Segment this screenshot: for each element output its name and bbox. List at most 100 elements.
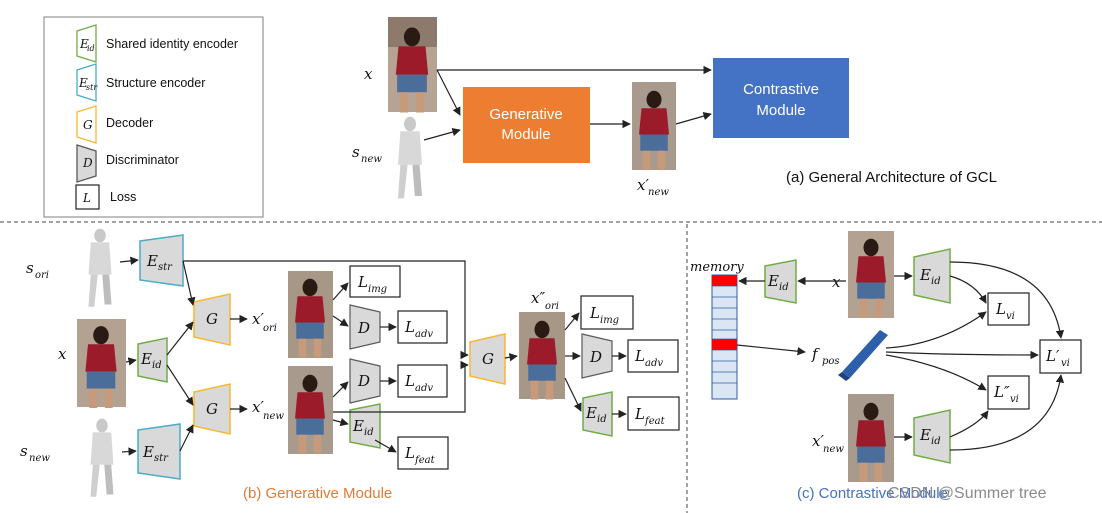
e-id-c2-symbol: E <box>919 266 931 284</box>
d3-symbol: D <box>589 348 602 366</box>
l-feat-box-1 <box>397 436 449 470</box>
f-pos-sub: pos <box>822 356 840 367</box>
section-a-s-sub: new <box>361 154 382 165</box>
l-adv-3-symbol: L <box>634 347 645 365</box>
e-id-b-symbol: E <box>140 350 152 368</box>
e-str-bottom-sub: str <box>154 453 169 464</box>
l-vi2-symbol: L″ <box>993 383 1010 401</box>
contrastive-module-label-line2: Module <box>756 102 805 119</box>
legend-g-symbol: G <box>83 118 93 132</box>
f-pos-bar <box>838 330 888 381</box>
x-ori2-label: x″ <box>531 289 545 307</box>
legend-label-discriminator: Discriminator <box>106 153 179 167</box>
section-a-x-image <box>388 17 437 113</box>
section-contrastive-module: memory E id x E id f pos <box>690 231 1082 502</box>
legend-eid-sub: id <box>87 44 95 53</box>
e-id-c2-sub: id <box>931 276 941 287</box>
discriminator-2 <box>349 358 381 404</box>
identity-encoder-c-x <box>913 248 951 304</box>
discriminator-1 <box>349 304 381 350</box>
l-vi1-sub: vi <box>1061 358 1070 369</box>
l-feat-2-sub: feat <box>644 416 666 427</box>
l-adv-box-1 <box>397 310 448 344</box>
decoder-g3 <box>469 333 506 385</box>
section-b-s-new-sub: new <box>29 453 50 464</box>
x-ori-image <box>288 271 333 358</box>
section-a-arrows <box>423 65 712 141</box>
e-id-c3-sub: id <box>931 436 941 447</box>
section-c-x-image <box>848 231 894 318</box>
memory-slot-highlight-1 <box>712 275 737 286</box>
shared-identity-encoder-icon <box>76 24 97 63</box>
l-vi-prime-box <box>1039 339 1082 374</box>
x-ori-sub: ori <box>263 323 277 334</box>
l-vi-double-prime-box <box>987 375 1030 410</box>
g1-symbol: G <box>206 310 218 328</box>
legend-l-symbol: L <box>82 191 91 205</box>
section-a-x-new-label: x′ <box>637 176 649 194</box>
legend-label-decoder: Decoder <box>106 116 153 130</box>
generative-module-label-line2: Module <box>501 126 550 143</box>
section-c-arrows <box>736 261 1065 451</box>
e-id-b2-symbol: E <box>352 417 364 435</box>
identity-encoder-b <box>137 337 168 383</box>
section-general-architecture: x s new Generative Module x′ new Contras… <box>352 17 997 199</box>
l-img-2-sub: img <box>600 315 619 326</box>
e-id-c1-sub: id <box>779 282 789 293</box>
l-vi1-symbol: L′ <box>1045 347 1060 365</box>
section-b-caption: (b) Generative Module <box>243 485 392 502</box>
d2-symbol: D <box>357 372 370 390</box>
section-b-arrows <box>119 256 627 456</box>
section-b-s-ori-sub: ori <box>35 270 49 281</box>
l-vi-symbol: L <box>995 300 1006 318</box>
section-b-s-ori-label: s <box>26 259 34 277</box>
x-new-image-b <box>288 366 333 454</box>
section-b-s-ori-body <box>88 228 112 307</box>
l-adv-2-symbol: L <box>404 372 415 390</box>
watermark: CSDN @Summer tree <box>888 485 1047 502</box>
l-adv-3-sub: adv <box>645 358 663 369</box>
l-adv-box-3 <box>627 339 679 373</box>
structure-encoder-icon <box>76 63 97 102</box>
decoder-g2 <box>193 383 231 435</box>
identity-encoder-c-memory <box>764 259 797 304</box>
section-b-s-new-body <box>90 418 114 497</box>
identity-encoder-c-x-new <box>913 409 951 464</box>
section-a-x-new-image <box>632 82 676 170</box>
x-ori2-sub: ori <box>545 301 559 312</box>
l-adv-1-sub: adv <box>415 329 433 340</box>
e-str-top-symbol: E <box>146 252 158 270</box>
section-c-caption: (c) Contrastive Module <box>797 485 948 502</box>
section-a-x-new-sub: new <box>648 187 669 198</box>
d1-symbol: D <box>357 319 370 337</box>
section-generative-module: s ori x s new E str E id E str G G x′ or… <box>20 228 680 502</box>
loss-icon <box>75 184 100 210</box>
l-vi-box <box>987 292 1030 326</box>
section-c-x-label: x <box>832 273 841 291</box>
section-a-body-model <box>398 116 422 199</box>
g2-symbol: G <box>206 400 218 418</box>
l-feat-box-2 <box>627 396 680 431</box>
section-b-x-image <box>77 319 126 408</box>
e-id-c1-symbol: E <box>767 272 779 290</box>
discriminator-3 <box>581 333 613 379</box>
contrastive-module-box <box>713 58 849 138</box>
generative-module-box <box>463 87 590 163</box>
legend-label-structure-encoder: Structure encoder <box>106 76 205 90</box>
legend-d-symbol: D <box>82 156 93 170</box>
x-ori2-image <box>519 312 565 400</box>
memory-bank <box>711 274 738 400</box>
l-feat-1-symbol: L <box>404 444 415 462</box>
e-id-b-sub: id <box>152 360 162 371</box>
legend-eid-symbol: E <box>79 37 89 51</box>
e-id-c3-symbol: E <box>919 426 931 444</box>
g3-symbol: G <box>482 350 494 368</box>
discriminator-icon <box>76 144 97 183</box>
l-img-box-2 <box>580 295 634 330</box>
l-vi-sub: vi <box>1006 311 1015 322</box>
l-feat-1-sub: feat <box>414 455 436 466</box>
l-adv-box-2 <box>397 364 448 398</box>
l-img-1-symbol: L <box>357 273 368 291</box>
memory-slot-highlight-2 <box>712 339 737 350</box>
section-a-s-label: s <box>352 143 360 161</box>
